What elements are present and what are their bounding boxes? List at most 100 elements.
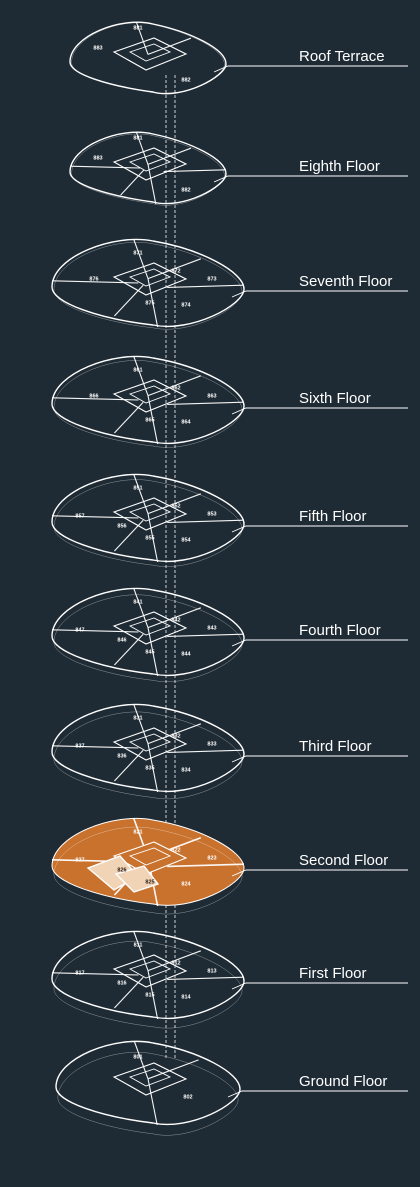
unit-label-881: 881 [133,135,142,141]
label-leader [231,290,408,298]
unit-divider [167,401,245,405]
floor-label[interactable]: Fifth Floor [299,508,367,525]
unit-label-852: 852 [171,503,180,509]
unit-divider [147,1059,199,1080]
unit-divider [167,633,245,637]
floor-label[interactable]: Seventh Floor [299,273,392,290]
unit-divider [147,493,201,515]
unit-divider [133,355,149,396]
unit-divider [147,258,201,280]
unit-label-817: 817 [75,970,84,976]
corridor [112,147,188,181]
unit-divider [167,749,245,753]
floor-plate [69,131,227,205]
floor-label[interactable]: Second Floor [299,852,388,869]
unit-label-841: 841 [133,599,142,605]
unit-label-836: 836 [117,753,126,759]
corridor [112,727,188,761]
unit-label-846: 846 [117,637,126,643]
floor-plate [51,703,245,793]
unit-label-843: 843 [207,625,216,631]
unit-label-853: 853 [207,511,216,517]
floor-plate-halo [57,1052,239,1136]
unit-label-826: 826 [117,867,126,873]
unit-divider [147,970,159,1020]
core-box [128,43,172,62]
label-leader [231,639,408,647]
unit-label-825: 825 [145,879,154,885]
floor-label[interactable]: Sixth Floor [299,390,371,407]
floor-label[interactable]: First Floor [299,965,367,982]
floor-label[interactable]: Ground Floor [299,1073,387,1090]
unit-divider [51,972,139,976]
unit-825-area[interactable] [114,865,160,893]
unit-divider [113,284,144,317]
unit-label-883: 883 [93,155,102,161]
label-leader [231,755,408,763]
unit-label-813: 813 [207,968,216,974]
unit-label-866: 866 [89,393,98,399]
unit-divider [167,976,245,980]
floor-plate [51,587,245,677]
floor-label[interactable]: Fourth Floor [299,622,381,639]
unit-divider [167,863,245,868]
unit-divider [135,21,149,55]
unit-label-873: 873 [207,276,216,282]
floor-plate-halo [53,941,243,1029]
floor-plate [51,355,245,445]
corridor [112,379,188,413]
unit-divider [147,950,201,972]
unit-label-827: 827 [75,857,84,863]
floor-plate-halo [53,826,243,915]
unit-divider [147,395,159,445]
core-box [128,847,172,866]
unit-divider [51,515,139,519]
corridor [112,954,188,988]
floor-plate [55,1040,241,1126]
unit-divider [147,607,201,629]
unit-label-834: 834 [181,767,191,773]
floor-plate-halo [53,360,243,448]
unit-label-842: 842 [171,617,180,623]
unit-divider [51,629,139,633]
unit-label-823: 823 [207,855,216,861]
floor-label[interactable]: Eighth Floor [299,158,380,175]
floor-plate [51,930,245,1020]
core-shaft [165,75,176,1060]
unit-divider [163,169,227,173]
unit-label-882: 882 [181,187,190,193]
label-leader [213,175,408,183]
unit-label-851: 851 [133,485,142,491]
unit-label-801: 801 [133,1054,142,1060]
floor-plate [51,473,245,563]
unit-label-856: 856 [117,523,126,529]
unit-divider [51,745,139,749]
floor-plate-halo [53,479,243,567]
unit-label-847: 847 [75,627,84,633]
unit-divider [120,169,145,196]
unit-label-883: 883 [93,45,102,51]
core-box [128,385,172,404]
unit-label-864: 864 [181,419,191,425]
floor-label[interactable]: Third Floor [299,738,372,755]
unit-divider [135,131,149,165]
unit-divider [147,164,157,205]
unit-label-857: 857 [75,513,84,519]
label-leader [231,869,408,877]
core-box [128,1068,172,1087]
floor-label[interactable]: Roof Terrace [299,48,385,65]
unit-divider [147,513,159,563]
corridor [112,37,188,71]
unit-label-816: 816 [117,980,126,986]
